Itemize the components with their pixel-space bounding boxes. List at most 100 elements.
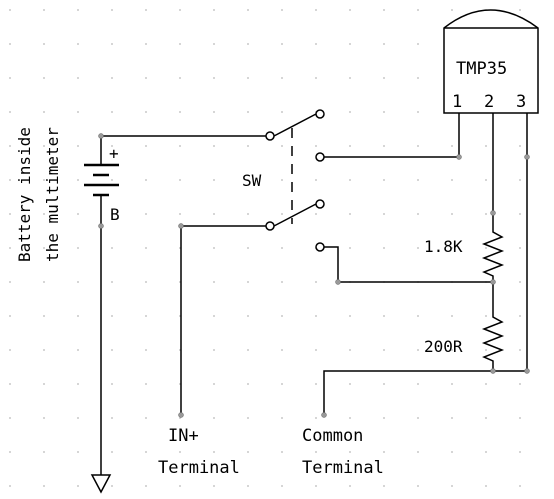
grid-dot	[383, 111, 385, 113]
grid-dot	[281, 485, 283, 487]
grid-dot	[43, 145, 45, 147]
grid-dot	[77, 383, 79, 385]
grid-dot	[383, 451, 385, 453]
grid-dot	[213, 281, 215, 283]
grid-dot	[9, 9, 11, 11]
grid-dot	[349, 9, 351, 11]
grid-dot	[111, 213, 113, 215]
grid-dot	[247, 145, 249, 147]
resistor-1k8	[481, 228, 505, 282]
grid-dot	[247, 349, 249, 351]
grid-dot	[247, 247, 249, 249]
grid-dot	[43, 281, 45, 283]
grid-dot	[383, 485, 385, 487]
junction-dot	[98, 223, 104, 229]
grid-dot	[111, 111, 113, 113]
grid-dot	[451, 213, 453, 215]
grid-dot	[9, 485, 11, 487]
grid-dot	[111, 349, 113, 351]
grid-dot	[111, 43, 113, 45]
grid-dot	[145, 451, 147, 453]
grid-dot	[417, 111, 419, 113]
grid-dot	[43, 77, 45, 79]
grid-dot	[43, 179, 45, 181]
grid-dot	[9, 145, 11, 147]
grid-dot	[43, 485, 45, 487]
junction-dot	[524, 154, 530, 160]
grid-dot	[111, 281, 113, 283]
grid-dot	[485, 451, 487, 453]
grid-dot	[9, 43, 11, 45]
grid-dot	[247, 179, 249, 181]
grid-dot	[77, 213, 79, 215]
grid-dot	[145, 315, 147, 317]
grid-dot	[519, 417, 521, 419]
grid-dot	[77, 485, 79, 487]
grid-dot	[349, 349, 351, 351]
grid-dot	[247, 9, 249, 11]
grid-dot	[247, 111, 249, 113]
grid-dot	[383, 179, 385, 181]
grid-dot	[9, 111, 11, 113]
grid-dot	[145, 43, 147, 45]
grid-dot	[417, 213, 419, 215]
junction-dot	[490, 210, 496, 216]
grid-dot	[77, 349, 79, 351]
grid-dot	[111, 417, 113, 419]
grid-dot	[213, 77, 215, 79]
grid-dot	[145, 77, 147, 79]
junction-dot	[321, 412, 327, 418]
in-terminal-label-line2: Terminal	[158, 458, 240, 478]
grid-dot	[383, 247, 385, 249]
switch-ref-label: SW	[242, 171, 262, 190]
grid-dot	[519, 281, 521, 283]
grid-dot	[213, 349, 215, 351]
grid-dot	[485, 179, 487, 181]
grid-dot	[519, 179, 521, 181]
pin3-label: 3	[516, 92, 526, 112]
grid-dot	[281, 315, 283, 317]
grid-dot	[213, 247, 215, 249]
grid-dot	[247, 417, 249, 419]
grid-dot	[349, 179, 351, 181]
grid-dot	[349, 315, 351, 317]
grid-dot	[179, 111, 181, 113]
common-terminal-label-line1: Common	[302, 426, 363, 446]
grid-dot	[315, 417, 317, 419]
grid-dot	[315, 43, 317, 45]
grid-dot	[519, 451, 521, 453]
grid-dot	[145, 213, 147, 215]
grid-dot	[315, 281, 317, 283]
grid-dot	[383, 77, 385, 79]
tmp35-sensor	[443, 9, 539, 114]
grid-dot	[77, 281, 79, 283]
grid-dot	[111, 77, 113, 79]
grid-dot	[485, 145, 487, 147]
grid-dot	[43, 213, 45, 215]
grid-dot	[145, 145, 147, 147]
common-terminal-label-line2: Terminal	[302, 458, 384, 478]
grid-dot	[315, 9, 317, 11]
grid-dot	[485, 485, 487, 487]
wire-in-terminal	[180, 225, 266, 415]
grid-dot	[451, 349, 453, 351]
grid-dot	[9, 281, 11, 283]
grid-dot	[349, 485, 351, 487]
grid-dot	[383, 383, 385, 385]
grid-dot	[349, 247, 351, 249]
grid-dot	[145, 485, 147, 487]
grid-dot	[111, 9, 113, 11]
pin1-label: 1	[452, 92, 462, 112]
grid-dot	[145, 281, 147, 283]
grid-dot	[213, 145, 215, 147]
background-grid	[9, 9, 521, 487]
grid-dot	[111, 451, 113, 453]
grid-dot	[315, 77, 317, 79]
grid-dot	[417, 485, 419, 487]
grid-dot	[451, 315, 453, 317]
grid-dot	[9, 213, 11, 215]
grid-dot	[213, 383, 215, 385]
grid-dot	[145, 247, 147, 249]
grid-dot	[281, 77, 283, 79]
